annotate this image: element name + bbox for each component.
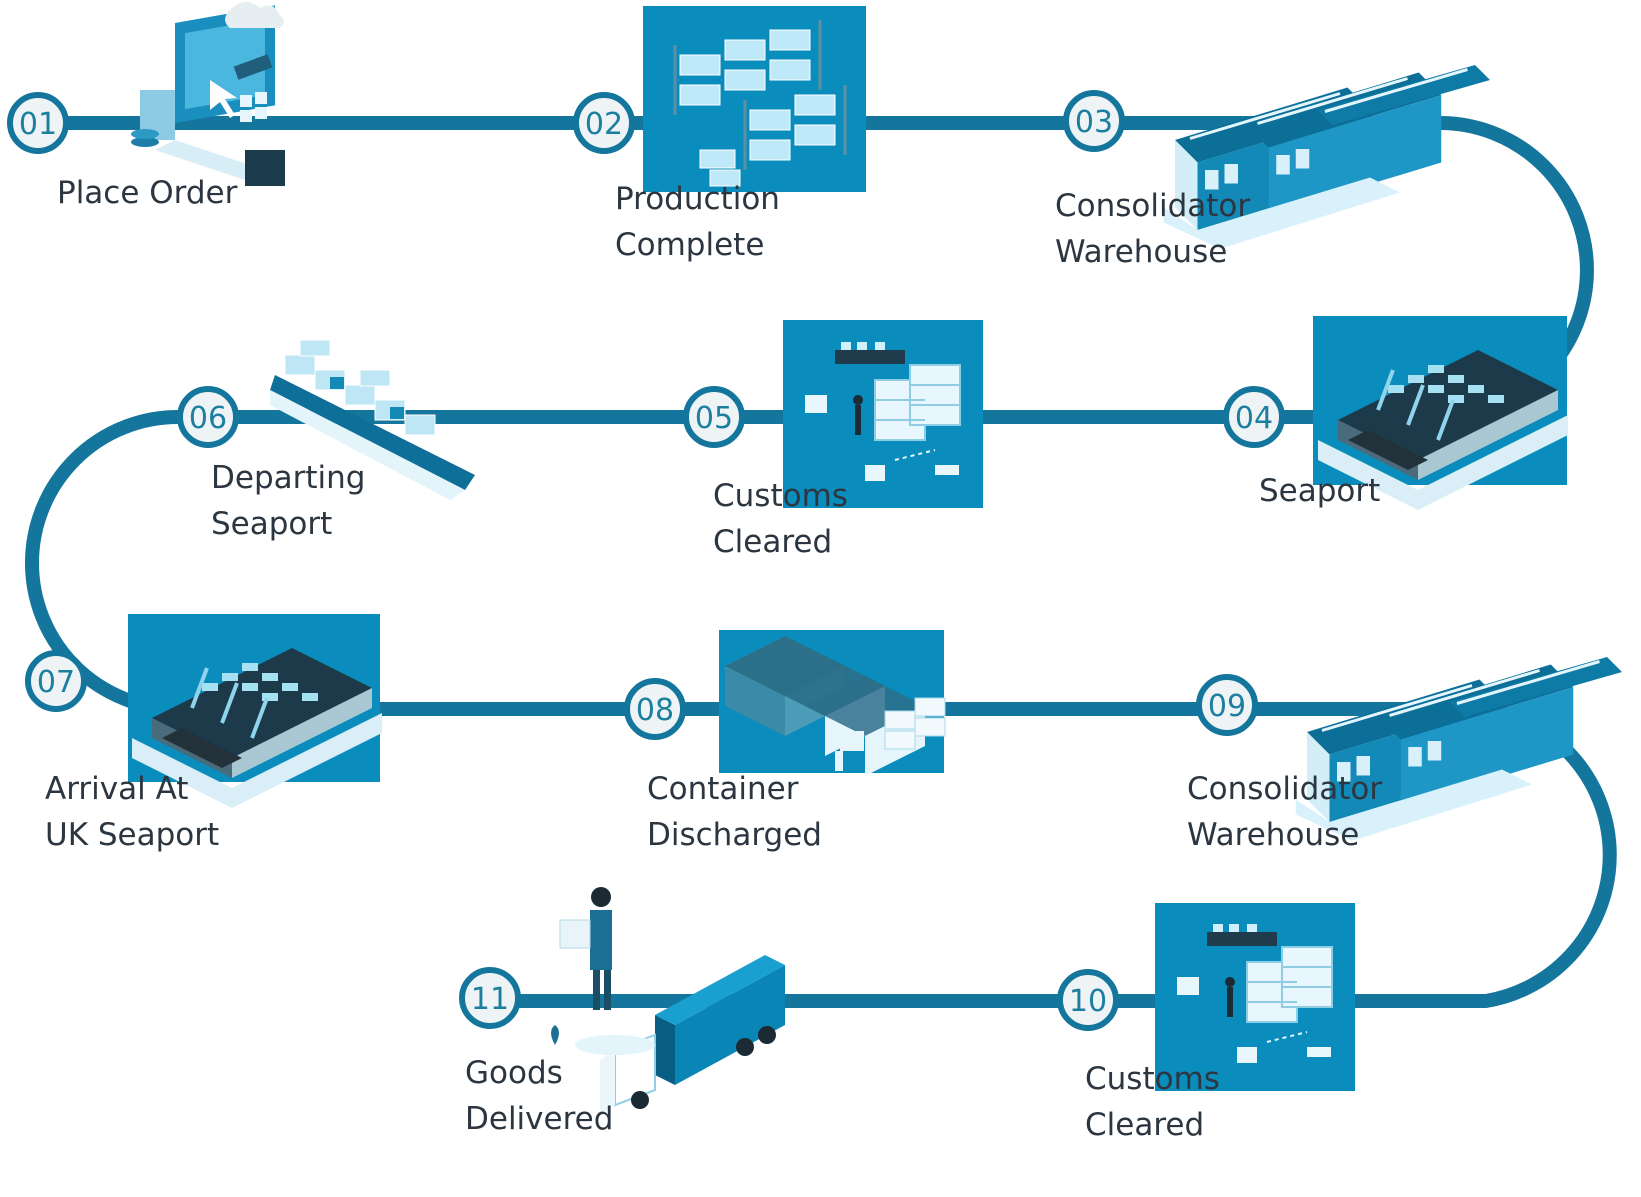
process-path (25, 116, 1617, 1008)
step-node-circle (624, 678, 686, 740)
step-node-circle (573, 92, 635, 154)
step-node-05: 05 (683, 386, 745, 448)
customs-icon (783, 320, 983, 508)
step-label-line: Place Order (57, 175, 238, 211)
step-label-08: Container Discharged (647, 766, 822, 858)
step-label-line: Arrival At (45, 771, 189, 807)
step-node-circle (7, 92, 69, 154)
step-label-05: Customs Cleared (713, 473, 848, 565)
step-label-line: Consolidator (1055, 188, 1251, 224)
step-label-line: Warehouse (1055, 234, 1228, 270)
step-label-09: Consolidator Warehouse (1187, 766, 1382, 858)
step-node-circle (25, 650, 87, 712)
step-node-04: 04 (1223, 386, 1285, 448)
step-label-line: Consolidator (1187, 771, 1383, 807)
step-label-02: Production Complete (615, 176, 780, 268)
step-node-circle (1057, 969, 1119, 1031)
step-label-07: Arrival At UK Seaport (45, 766, 219, 858)
seaport-icon (1313, 316, 1570, 512)
containers-forklift-icon (719, 630, 946, 777)
step-label-line: Seaport (211, 506, 333, 542)
step-label-line: Container (647, 771, 799, 807)
step-number: 01 (19, 107, 57, 142)
customs-icon (1155, 903, 1355, 1091)
step-number: 11 (471, 982, 509, 1017)
step-number: 10 (1069, 984, 1107, 1019)
step-label-line: Warehouse (1187, 817, 1360, 853)
step-label-line: Seaport (1259, 473, 1381, 509)
step-node-01: 01 (7, 92, 69, 154)
step-label-06: Departing Seaport (211, 455, 365, 547)
step-label-10: Customs Cleared (1085, 1056, 1220, 1148)
step-node-02: 02 (573, 92, 635, 154)
step-label-line: Delivered (465, 1101, 614, 1137)
step-label-11: Goods Delivered (465, 1050, 613, 1142)
step-node-circle (459, 967, 521, 1029)
online-order-computer-icon (131, 1, 285, 186)
step-label-line: Production (615, 181, 780, 217)
step-number: 03 (1075, 105, 1113, 140)
step-label-line: Cleared (1085, 1107, 1205, 1143)
step-node-09: 09 (1196, 674, 1258, 736)
step-label-line: Customs (713, 478, 848, 514)
step-number: 09 (1208, 689, 1246, 724)
step-node-circle (1196, 674, 1258, 736)
step-label-line: Departing (211, 460, 366, 496)
step-number: 06 (189, 401, 227, 436)
step-node-07: 07 (25, 650, 87, 712)
step-node-circle (683, 386, 745, 448)
step-label-line: Goods (465, 1055, 563, 1091)
step-node-10: 10 (1057, 969, 1119, 1031)
step-number: 02 (585, 107, 623, 142)
step-label-03: Consolidator Warehouse (1055, 183, 1250, 275)
step-label-04: Seaport (1259, 468, 1380, 514)
step-node-06: 06 (177, 386, 239, 448)
production-shelves-icon (643, 6, 866, 192)
step-label-line: Discharged (647, 817, 822, 853)
step-label-line: Cleared (713, 524, 833, 560)
step-label-01: Place Order (57, 170, 237, 216)
step-number: 04 (1235, 401, 1273, 436)
step-node-08: 08 (624, 678, 686, 740)
step-label-line: UK Seaport (45, 817, 220, 853)
step-number: 07 (37, 665, 75, 700)
seaport-icon (128, 614, 384, 810)
step-node-circle (1223, 386, 1285, 448)
step-node-03: 03 (1063, 90, 1125, 152)
step-node-11: 11 (459, 967, 521, 1029)
step-label-line: Customs (1085, 1061, 1220, 1097)
step-node-circle (177, 386, 239, 448)
step-node-circle (1063, 90, 1125, 152)
step-number: 05 (695, 401, 733, 436)
step-number: 08 (636, 693, 674, 728)
step-label-line: Complete (615, 227, 765, 263)
